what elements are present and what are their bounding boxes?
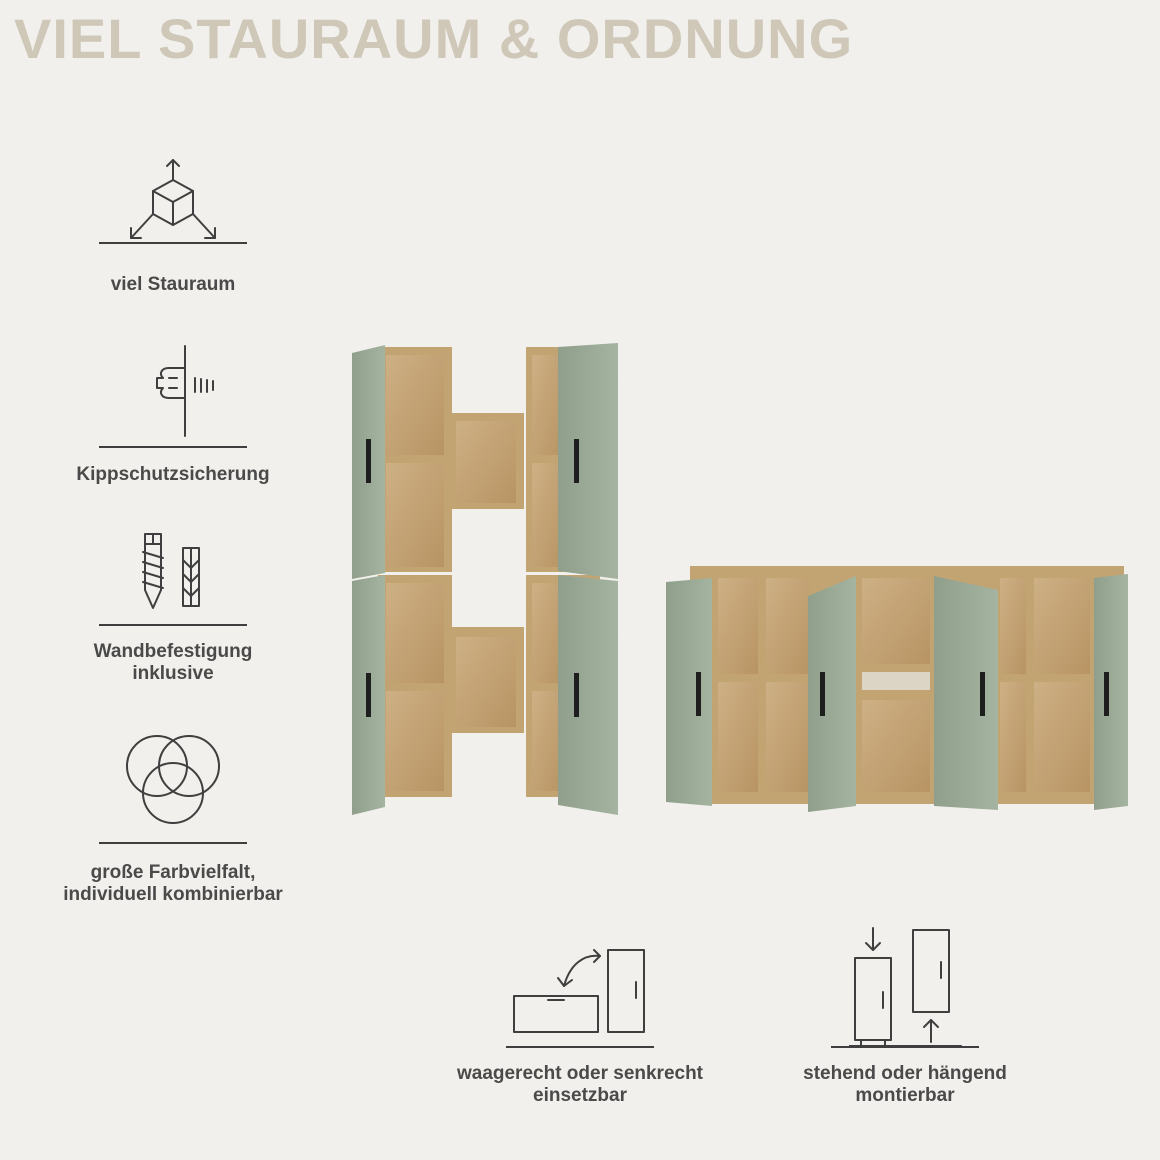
product-image-vertical <box>352 343 618 815</box>
feature-label-line2: individuell kombinierbar <box>63 884 283 905</box>
feature-label-line1: stehend oder hängend <box>803 1063 1007 1084</box>
screw-dowel-icon <box>40 530 306 614</box>
feature-label: viel Stauraum <box>110 274 236 295</box>
divider <box>99 446 247 448</box>
feature-label-line1: große Farbvielfalt, <box>90 862 256 883</box>
feature-label-line1: Wandbefestigung <box>93 641 253 662</box>
divider <box>99 842 247 844</box>
feature-label-line2: montierbar <box>855 1085 955 1106</box>
color-circles-icon <box>40 730 306 830</box>
page-title: VIEL STAURAUM & ORDNUNG <box>14 7 854 70</box>
divider <box>99 624 247 626</box>
cube-expand-icon <box>40 154 306 246</box>
divider <box>506 1046 654 1048</box>
wall-anchor-icon <box>40 342 306 438</box>
divider <box>831 1046 979 1048</box>
feature-label-line2: einsetzbar <box>533 1085 627 1106</box>
feature-label: Kippschutzsicherung <box>76 464 270 485</box>
rotate-orientation-icon <box>510 944 650 1040</box>
divider <box>99 242 247 244</box>
stand-hang-icon <box>849 926 965 1050</box>
product-image-horizontal <box>666 566 1128 812</box>
feature-label-line2: inklusive <box>132 663 214 684</box>
feature-label-line1: waagerecht oder senkrecht <box>456 1063 704 1084</box>
